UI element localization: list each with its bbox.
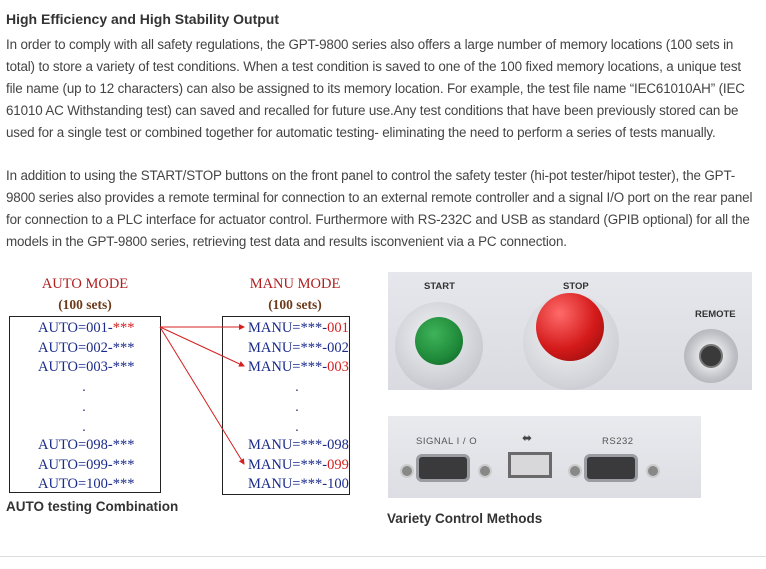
section-heading: High Efficiency and High Stability Outpu… (6, 11, 280, 27)
auto-entry: AUTO=099-*** (38, 457, 135, 473)
auto-entry: AUTO=003-*** (38, 359, 135, 375)
auto-entry: AUTO=098-*** (38, 437, 135, 453)
divider (0, 556, 766, 557)
signal-io-label: SIGNAL I / O (416, 436, 478, 447)
remote-label: REMOTE (695, 309, 736, 320)
manu-entry: MANU=***-100 (248, 476, 349, 492)
stop-label: STOP (563, 281, 589, 292)
start-button (415, 317, 463, 365)
caption-control-methods: Variety Control Methods (387, 511, 543, 526)
paragraph-remote: In addition to using the START/STOP butt… (6, 168, 753, 249)
auto-entry: AUTO=002-*** (38, 340, 135, 356)
auto-entry: AUTO=001-*** (38, 320, 135, 336)
auto-ellipsis-dot: . (82, 418, 86, 434)
manu-ellipsis-dot: . (295, 378, 299, 394)
auto-entry: AUTO=100-*** (38, 476, 135, 492)
auto-mode-subtitle: (100 sets) (58, 297, 112, 312)
rs232-screw-left (568, 464, 582, 478)
rs232-screw-right (646, 464, 660, 478)
manu-mode-title: MANU MODE (249, 276, 341, 292)
manu-entry: MANU=***-001 (248, 320, 349, 336)
manu-ellipsis-dot: . (295, 398, 299, 414)
remote-connector-socket (699, 344, 723, 368)
auto-ellipsis-dot: . (82, 378, 86, 394)
auto-mode-title: AUTO MODE (41, 276, 129, 292)
signal-io-screw-left (400, 464, 414, 478)
usb-port (508, 452, 552, 478)
usb-icon: ⬌ (522, 431, 533, 445)
manu-entry: MANU=***-098 (248, 437, 349, 453)
stop-button (536, 293, 604, 361)
manu-entry: MANU=***-099 (248, 457, 349, 473)
caption-auto-testing: AUTO testing Combination (6, 499, 179, 514)
signal-io-screw-right (478, 464, 492, 478)
rear-panel-image: SIGNAL I / O ⬌ RS232 (388, 416, 701, 498)
auto-ellipsis-dot: . (82, 398, 86, 414)
start-label: START (424, 281, 455, 292)
front-panel-image: START STOP REMOTE (388, 272, 752, 390)
manu-mode-subtitle: (100 sets) (268, 297, 322, 312)
manu-entry: MANU=***-003 (248, 359, 349, 375)
paragraph-memory: In order to comply with all safety regul… (6, 37, 745, 140)
manu-ellipsis-dot: . (295, 418, 299, 434)
rs232-port (584, 454, 638, 482)
rs232-label: RS232 (602, 436, 634, 447)
manu-entry: MANU=***-002 (248, 340, 349, 356)
signal-io-port (416, 454, 470, 482)
